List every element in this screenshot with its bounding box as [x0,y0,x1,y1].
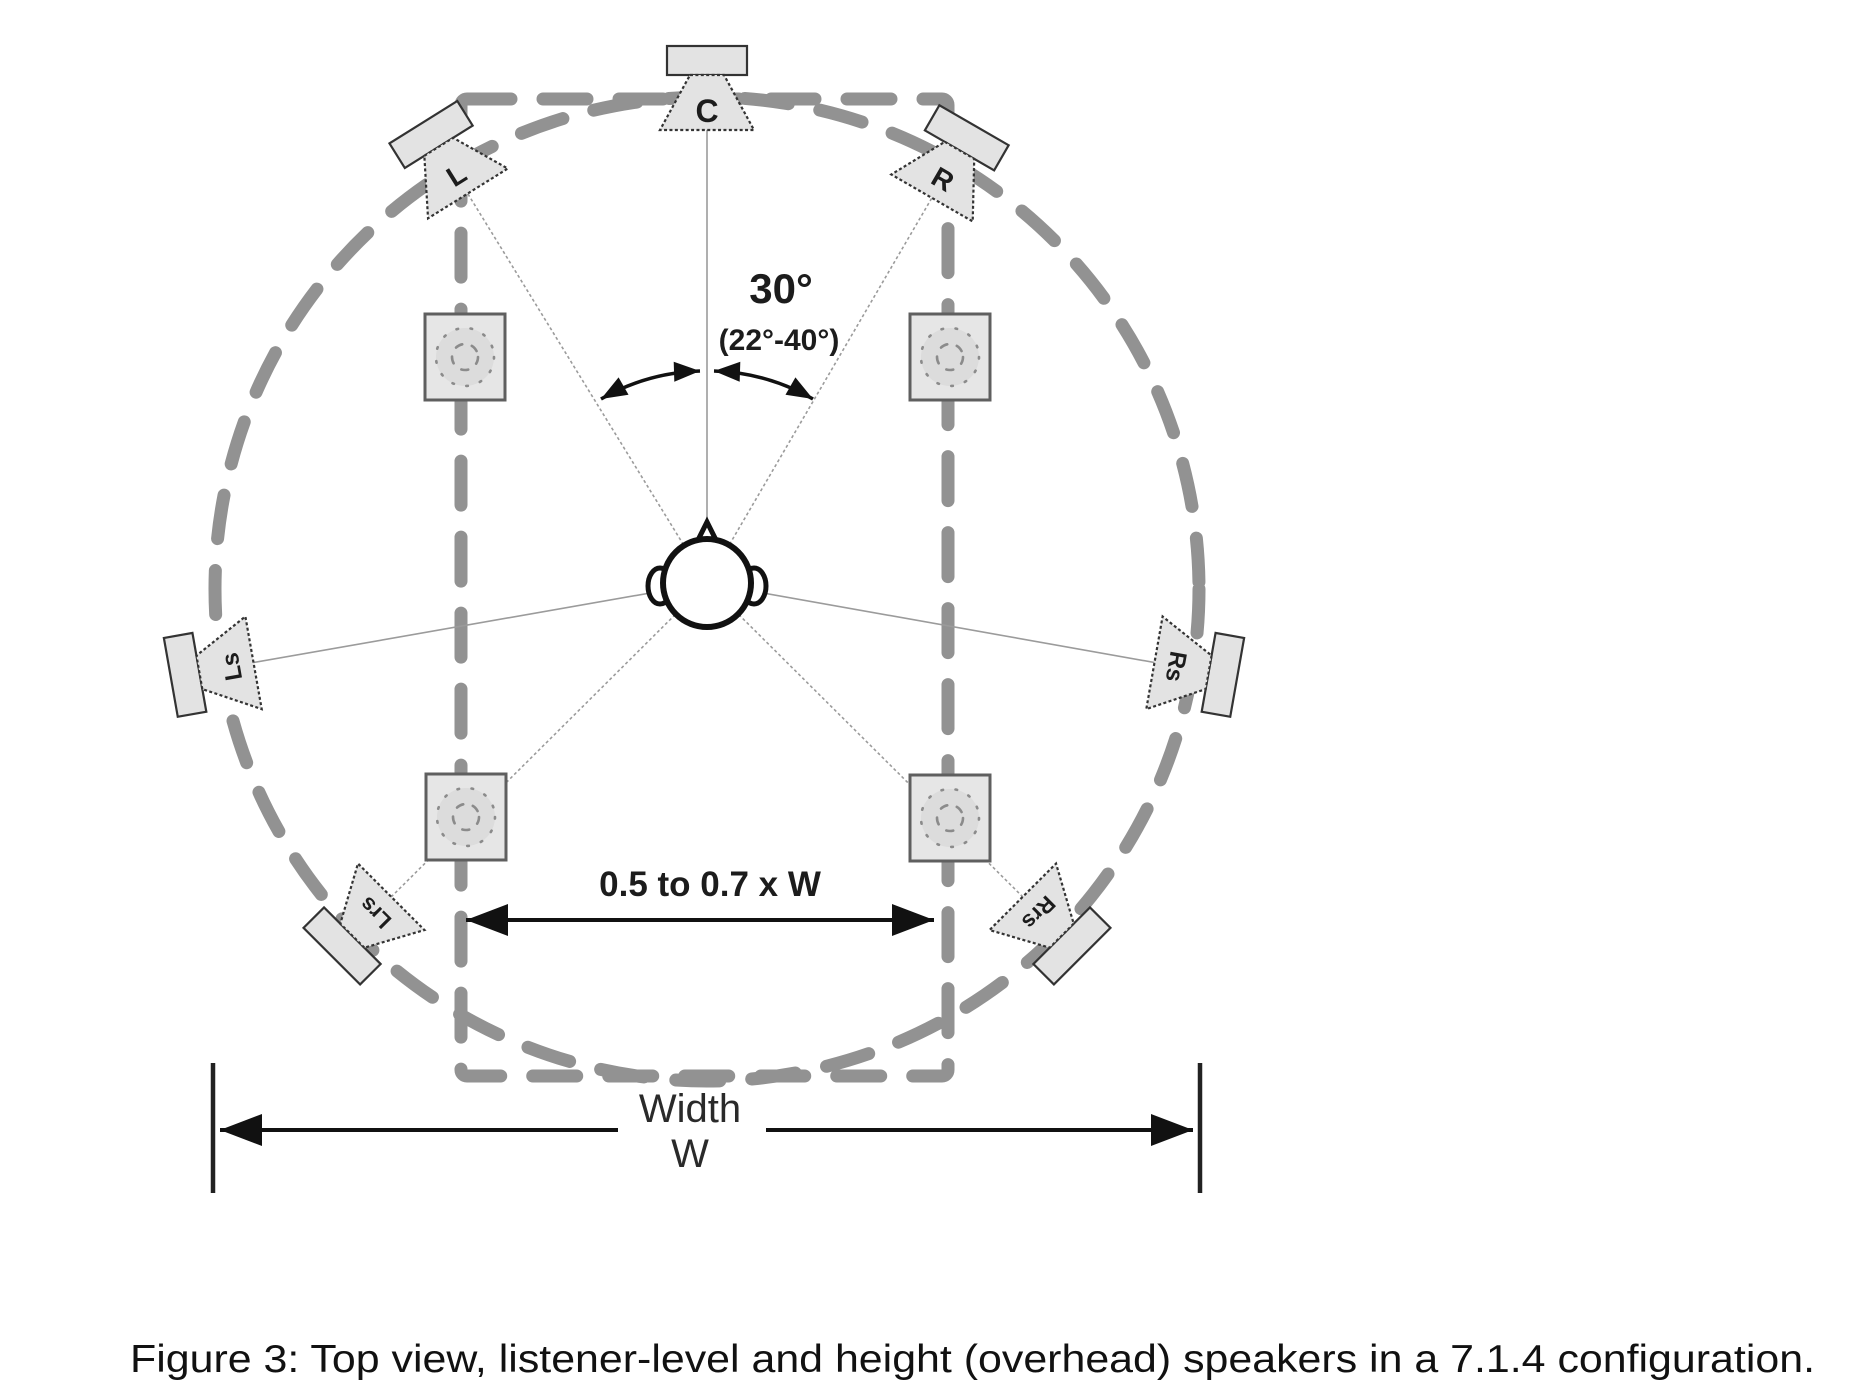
overhead-spacing-dimension: 0.5 to 0.7 x W [466,865,934,936]
speaker-label-center: C [695,93,718,129]
overhead-speaker-rear-left [424,772,508,862]
speaker-center: C [658,44,756,132]
overhead-speaker-rear-right [908,773,992,863]
width-label: Width [639,1087,741,1131]
speaker-right-rear-surround: Rrs [988,862,1117,991]
aim-line-front-right [706,171,948,584]
overhead-speaker-front-right [908,312,992,402]
speaker-left-surround: Ls [161,615,263,725]
width-symbol: W [671,1132,709,1176]
angle-arc-right [713,361,814,401]
aim-line-right-surround [706,582,1175,667]
overhead-spacing-label: 0.5 to 0.7 x W [599,865,821,904]
overhead-speaker-front-left [423,312,507,402]
aim-line-front-left [451,167,708,584]
angle-arc-left [600,361,701,401]
width-dimension: Width W [210,1063,1203,1193]
aim-line-left-surround [233,582,708,667]
speaker-label-left-surround: Ls [217,650,248,682]
speaker-right-surround: Rs [1145,615,1247,725]
speaker-label-right-surround: Rs [1160,649,1192,684]
speaker-front-left: L [382,96,509,220]
listener-head [645,516,769,630]
front-angle-value: 30° [749,265,813,312]
front-angle-annotation: 30° (22°-40°) [600,265,840,401]
figure-caption: Figure 3: Top view, listener-level and h… [130,1338,1815,1381]
head-circle [660,536,754,630]
speaker-front-right: R [890,100,1016,223]
front-angle-range: (22°-40°) [719,324,840,357]
speaker-left-rear-surround: Lrs [297,862,426,991]
